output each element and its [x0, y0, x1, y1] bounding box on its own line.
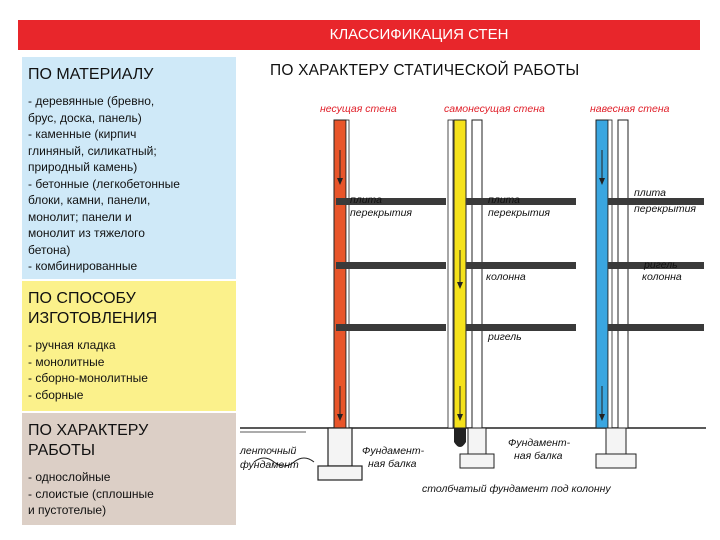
bearing-wall — [253, 119, 446, 481]
label-fbeam-2a: Фундамент- — [508, 437, 571, 449]
label-slab-2a: плита — [488, 194, 520, 206]
label-fbeam-1b: ная балка — [368, 458, 417, 470]
curtain-wall — [595, 119, 704, 469]
label-beam-2: ригель — [487, 331, 522, 343]
label-beam-1a: ригель — [643, 259, 678, 271]
label-slab-2b: перекрытия — [488, 207, 550, 219]
material-heading: ПО МАТЕРИАЛУ — [28, 66, 154, 83]
manufacturing-panel: ПО СПОСОБУ ИЗГОТОВЛЕНИЯ - ручная кладка … — [22, 281, 236, 411]
label-column: колонна — [486, 271, 526, 283]
manufacturing-heading: ПО СПОСОБУ ИЗГОТОВЛЕНИЯ — [28, 290, 158, 327]
wall-type-bearing: несущая стена — [320, 103, 397, 115]
label-fbeam-1a: Фундамент- — [362, 445, 425, 457]
wall-type-curtain: навесная стена — [590, 103, 670, 115]
work-list: - однослойные - слоистые (сплошные и пус… — [28, 470, 154, 517]
material-panel: ПО МАТЕРИАЛУ - деревянные (бревно, брус,… — [22, 57, 236, 279]
wall-diagram: несущая стена самонесущая стена навесная… — [239, 103, 706, 495]
label-strip-b: фундамент — [240, 459, 299, 471]
label-slab-1b: перекрытия — [350, 207, 412, 219]
label-slab-3a: плита — [634, 187, 666, 199]
label-beam-1b: колонна — [642, 271, 682, 283]
label-slab-3b: перекрытия — [634, 203, 696, 215]
work-heading: ПО ХАРАКТЕРУ РАБОТЫ — [28, 422, 149, 459]
page-title: КЛАССИФИКАЦИЯ СТЕН — [18, 20, 700, 50]
wall-type-self-bearing: самонесущая стена — [444, 103, 545, 115]
label-strip-a: ленточный — [239, 445, 296, 457]
self-bearing-wall — [447, 119, 576, 469]
manufacturing-list: - ручная кладка - монолитные - сборно-мо… — [28, 338, 148, 402]
material-list: - деревянные (бревно, брус, доска, панел… — [28, 94, 180, 273]
label-fbeam-2b: ная балка — [514, 450, 563, 462]
label-column-foundation: столбчатый фундамент под колонну — [422, 483, 611, 495]
diagram-title: ПО ХАРАКТЕРУ СТАТИЧЕСКОЙ РАБОТЫ — [270, 62, 580, 79]
work-panel: ПО ХАРАКТЕРУ РАБОТЫ - однослойные - слои… — [22, 413, 236, 525]
label-slab-1a: плита — [350, 194, 382, 206]
